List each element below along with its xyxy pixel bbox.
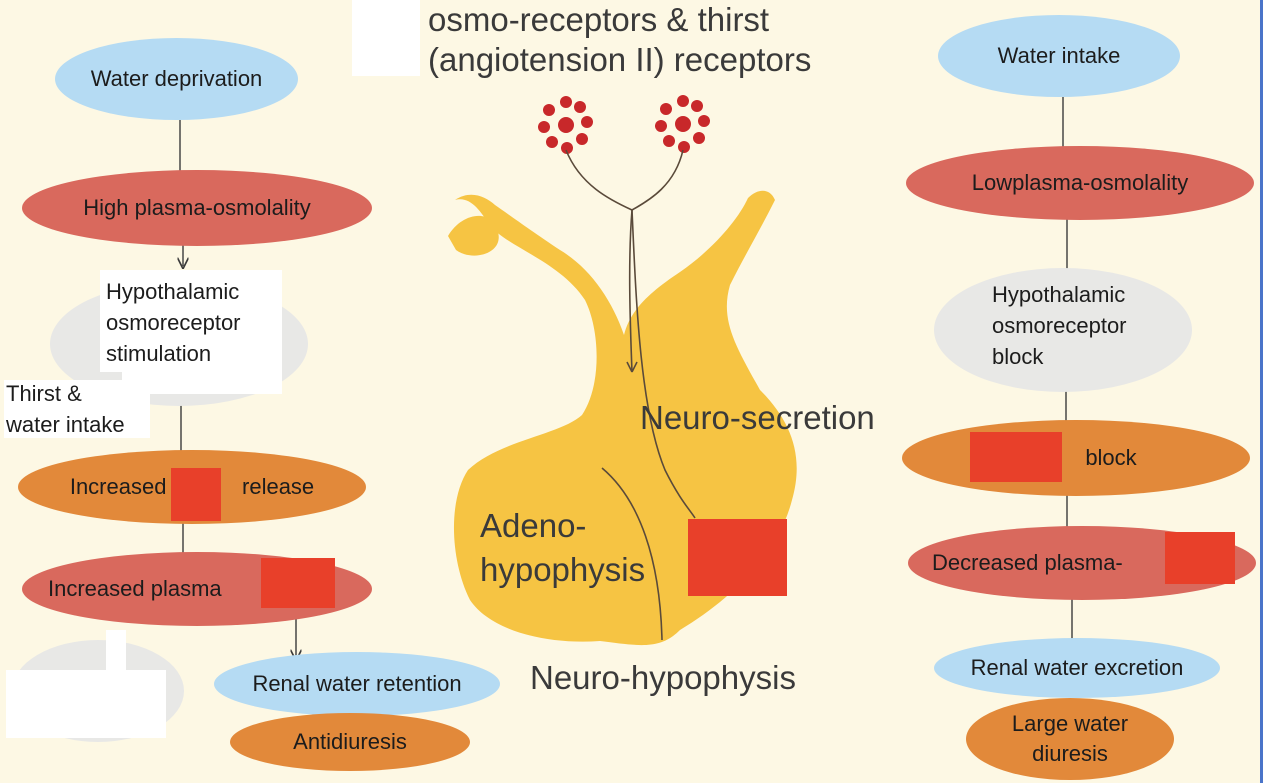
thirst-backdrop xyxy=(4,380,150,438)
redaction-box-center xyxy=(688,519,787,596)
block-node: block xyxy=(902,420,1250,496)
renal-excretion-label: Renal water excretion xyxy=(970,655,1184,681)
heading-backdrop xyxy=(352,0,420,76)
antidiuresis-label: Antidiuresis xyxy=(293,729,407,755)
receptor-cluster-left xyxy=(538,96,593,154)
large-diuresis-line-2: diuresis xyxy=(1032,741,1108,766)
large-diuresis-line-1: Large water xyxy=(1011,711,1129,736)
left-hypothalamic-text: Hypothalamic osmoreceptor stimulation xyxy=(106,276,241,369)
renal-retention-node: Renal water retention xyxy=(214,652,500,716)
water-deprivation-label: Water deprivation xyxy=(90,66,263,92)
increased-release-label-pre: Increased A xyxy=(69,474,187,500)
decreased-plasma-node: Decreased plasma- xyxy=(908,526,1256,600)
redaction-box-block xyxy=(970,432,1062,482)
redaction-box-plasma-right xyxy=(1165,532,1235,584)
nerve-fibers xyxy=(565,149,696,641)
adeno-line-1: Adeno- xyxy=(480,507,587,544)
heading-line-2: (angiotension II) receptors xyxy=(428,41,812,78)
right-hypothalamic-line-2: osmoreceptor xyxy=(992,313,1127,338)
receptor-cluster-right xyxy=(655,95,710,153)
renal-excretion-node: Renal water excretion xyxy=(934,638,1220,698)
decreased-plasma-label: Decreased plasma- xyxy=(932,550,1123,576)
low-osmolality-label: Lowplasma-osmolality xyxy=(971,170,1189,196)
redaction-box-plasma-left xyxy=(261,558,335,608)
left-hypothalamic-textbox xyxy=(100,270,282,372)
thirst-line-2: water intake xyxy=(6,412,125,437)
left-hypothalamic-line-1: Hypothalamic xyxy=(106,279,240,304)
large-diuresis-node: Large water diuresis xyxy=(966,698,1174,780)
large-diuresis-text: Large water diuresis xyxy=(1012,709,1128,769)
increased-plasma-label: Increased plasma xyxy=(48,576,222,602)
renal-retention-label: Renal water retention xyxy=(252,671,462,697)
right-hypothalamic-line-3: block xyxy=(992,344,1044,369)
left-hypothalamic-line-3: stimulation xyxy=(106,341,212,366)
right-hypothalamic-line-1: Hypothalamic xyxy=(992,282,1126,307)
increased-release-label-post: release xyxy=(242,474,315,500)
high-osmolality-label: High plasma-osmolality xyxy=(83,195,311,221)
high-osmolality-node: High plasma-osmolality xyxy=(22,170,372,246)
low-osmolality-node: Lowplasma-osmolality xyxy=(906,146,1254,220)
thirst-line-1: Thirst & xyxy=(6,381,82,406)
redaction-box-adh xyxy=(171,468,221,521)
left-hypothalamic-line-2: osmoreceptor xyxy=(106,310,241,335)
adeno-hypophysis-label: Adeno- hypophysis xyxy=(480,504,645,592)
neuro-secretion-label: Neuro-secretion xyxy=(640,399,875,436)
gland-stalk-knob xyxy=(448,215,499,256)
adeno-line-2: hypophysis xyxy=(480,551,646,588)
thirst-text: Thirst & water intake xyxy=(6,378,125,440)
left-bottom-blank-box xyxy=(6,670,166,738)
block-label: block xyxy=(1085,445,1137,471)
right-hypothalamic-text: Hypothalamic osmoreceptor block xyxy=(992,279,1127,372)
neuro-hypophysis-label: Neuro-hypophysis xyxy=(530,659,796,696)
water-intake-label: Water intake xyxy=(997,43,1121,69)
left-bottom-blank-strip xyxy=(106,630,126,678)
water-deprivation-node: Water deprivation xyxy=(55,38,298,120)
antidiuresis-node: Antidiuresis xyxy=(230,713,470,771)
water-intake-node: Water intake xyxy=(938,15,1180,97)
right-hypothalamic-node xyxy=(934,268,1192,392)
heading-line-1: osmo-receptors & thirst xyxy=(428,1,770,38)
